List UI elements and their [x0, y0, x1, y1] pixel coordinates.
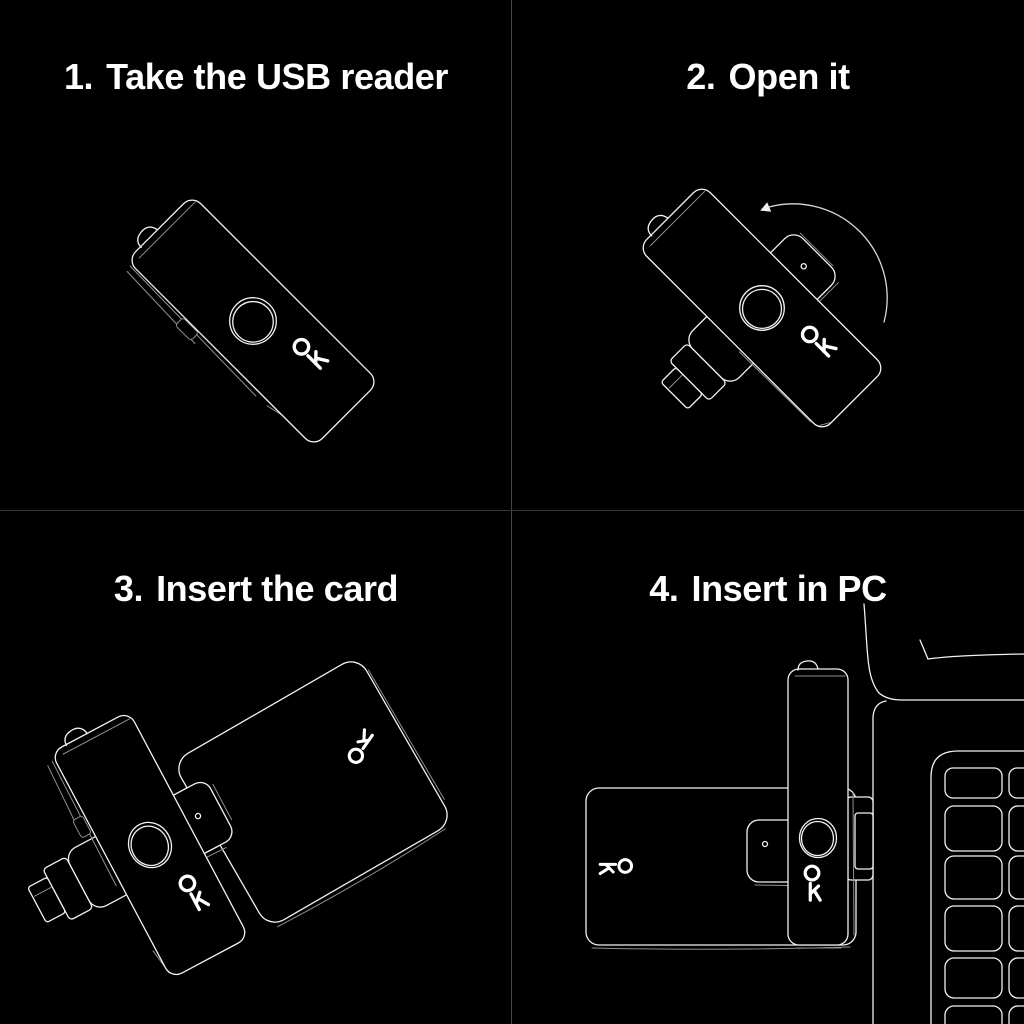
- keyboard-keys: [944, 767, 1024, 1024]
- illustration-card-into-reader: [28, 661, 448, 976]
- reader-body: [787, 668, 849, 946]
- laptop: [863, 603, 1024, 1024]
- flap-lip: [64, 727, 88, 747]
- usb-plug-tongue: [28, 877, 66, 923]
- step-label: Take the USB reader: [106, 56, 449, 97]
- usb-plug-in-port: [845, 796, 874, 881]
- step-panel-2: 2. Open it: [512, 0, 1024, 512]
- step-title-4: 4. Insert in PC: [512, 568, 1024, 610]
- flap-lip: [647, 214, 669, 237]
- slot-pin-hole: [761, 840, 769, 848]
- step-title-3: 3. Insert the card: [0, 568, 512, 610]
- step-panel-1: 1. Take the USB reader: [0, 0, 512, 512]
- rotation-arrow-icon: [760, 202, 888, 323]
- flap-lip: [797, 660, 819, 671]
- step-number: 2.: [686, 56, 716, 97]
- step-label: Insert the card: [156, 568, 399, 609]
- reader-body: [131, 199, 375, 443]
- slot-pin-hole: [800, 263, 807, 270]
- usb-reader: [642, 188, 882, 428]
- step-panel-3: 3. Insert the card: [0, 512, 512, 1024]
- usb-plug-tongue: [854, 812, 874, 870]
- usb-reader: [47, 714, 246, 976]
- illustration-usb-reader-opened: [642, 188, 888, 428]
- usb-reader: [126, 199, 375, 443]
- touch-button: [127, 821, 173, 869]
- illustration-insert-in-pc: [585, 603, 1024, 1024]
- usb-reader: [787, 660, 855, 949]
- touch-button: [798, 817, 838, 859]
- touch-button: [229, 297, 277, 345]
- step-number: 3.: [113, 568, 144, 609]
- step-title-2: 2. Open it: [512, 56, 1024, 98]
- hinge-line: [878, 692, 1024, 701]
- step-label: Open it: [728, 56, 851, 97]
- panel-divider-horizontal: [0, 510, 1024, 511]
- illustration-usb-reader-closed: [126, 199, 375, 443]
- touch-button: [739, 285, 785, 331]
- step-number: 4.: [649, 568, 679, 609]
- keyboard-frame: [930, 750, 1024, 1024]
- step-panel-4: 4. Insert in PC: [512, 512, 1024, 1024]
- step-label: Insert in PC: [691, 568, 887, 609]
- reader-body: [642, 188, 882, 428]
- slot-pin-hole: [194, 812, 202, 820]
- deck-edge: [872, 700, 887, 1024]
- flap-lip: [137, 226, 159, 249]
- step-number: 1.: [63, 56, 94, 97]
- step-title-1: 1. Take the USB reader: [0, 56, 512, 98]
- screen-bezel: [919, 639, 929, 660]
- reader-body: [54, 714, 246, 976]
- usb-plug-tongue: [661, 367, 703, 409]
- panel-divider-vertical: [511, 0, 512, 1024]
- screen-edge: [863, 603, 880, 694]
